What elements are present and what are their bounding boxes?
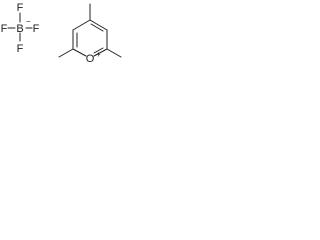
ring-bond-c4-c3 (72, 19, 91, 31)
boron-atom: B (16, 23, 23, 35)
trimethylpyrylium-cation: O + (58, 3, 122, 65)
fluorine-atom-bottom: F (17, 43, 24, 55)
oxygen-atom: O (86, 53, 95, 65)
methyl-bond-c6 (106, 48, 122, 58)
cation-charge: + (96, 50, 101, 59)
anion-charge: − (26, 17, 31, 26)
ring-bond-c4-c5 (89, 19, 108, 31)
methyl-bond-c2 (58, 48, 74, 58)
tetrafluoroborate-anion: B − F F F F (1, 2, 40, 55)
fluorine-atom-top: F (17, 2, 24, 14)
fluorine-atom-right: F (33, 23, 40, 35)
ring-bond-c2-o (72, 48, 87, 57)
double-bond-c4-c5 (90, 23, 104, 32)
fluorine-atom-left: F (1, 23, 8, 35)
chemical-structure: B − F F F F O + (1, 2, 122, 65)
ring-bond-c6-o (93, 48, 108, 57)
double-bond-c6-o (93, 47, 104, 54)
